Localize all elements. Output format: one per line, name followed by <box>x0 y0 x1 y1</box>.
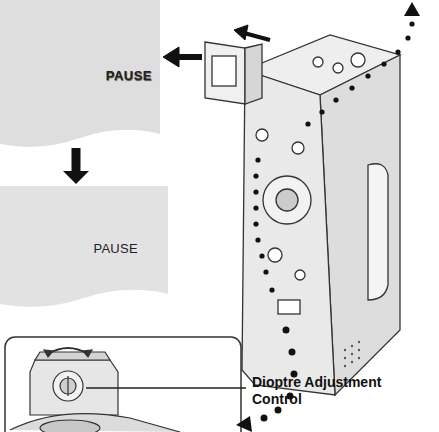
path-dot <box>253 189 258 194</box>
path-dot <box>305 121 310 126</box>
path-dot <box>275 407 282 414</box>
path-dot <box>381 61 386 66</box>
viewfinder-screen: PAUSE <box>0 186 168 310</box>
path-dot <box>253 205 258 210</box>
part-label: Dioptre Adjustment Control <box>252 374 422 408</box>
path-dot <box>289 349 296 356</box>
path-dot <box>405 35 410 40</box>
pointer-triangle <box>236 416 252 432</box>
arrow-stem <box>72 148 81 173</box>
speaker-grille <box>344 341 360 367</box>
viewfinder-screen: PAUSE <box>0 0 160 150</box>
path-dot <box>259 253 264 258</box>
path-dot <box>319 109 324 114</box>
path-dot <box>395 49 400 54</box>
pointer-triangle <box>404 2 420 16</box>
dotted-path <box>253 21 414 421</box>
camera-body <box>205 35 400 395</box>
screen-outline <box>0 186 168 307</box>
path-dot <box>333 97 338 102</box>
arrow-head <box>63 171 89 184</box>
screen-text: PAUSE <box>106 68 152 83</box>
path-dot <box>409 21 414 26</box>
inset-frame <box>5 337 241 432</box>
path-dot <box>349 85 354 90</box>
path-dot <box>255 157 260 162</box>
flow-arrow <box>63 148 89 184</box>
path-dot <box>269 287 274 292</box>
path-dot <box>283 327 290 334</box>
path-dot <box>365 73 370 78</box>
screen-text: PAUSE <box>93 241 138 256</box>
dioptre-inset <box>10 348 180 432</box>
path-dot <box>253 173 258 178</box>
path-dot <box>263 269 268 274</box>
path-dot <box>255 237 260 242</box>
pull-arrow <box>163 25 270 67</box>
path-dot <box>253 221 258 226</box>
leader-line <box>86 387 246 388</box>
path-dot <box>261 415 268 422</box>
screen-shape <box>0 186 168 310</box>
screen-outline <box>0 0 160 147</box>
